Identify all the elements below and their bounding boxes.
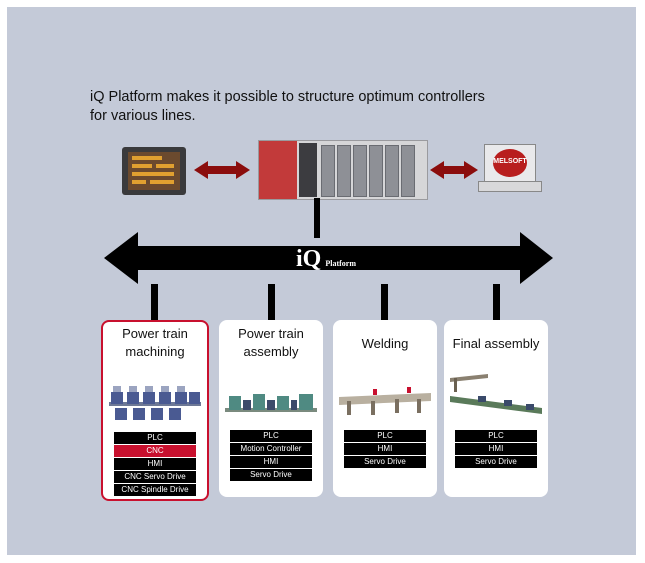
component-label: HMI xyxy=(114,458,196,470)
component-label: PLC xyxy=(114,432,196,444)
component-label: PLC xyxy=(455,430,537,442)
assembly-line-image xyxy=(225,394,317,412)
hmi-device-image xyxy=(122,147,186,195)
component-label: HMI xyxy=(455,443,537,455)
card-component-list: PLC Motion Controller HMI Servo Drive xyxy=(230,430,312,482)
card-power-train-assembly[interactable]: Power train assembly PLC Motion Controll… xyxy=(219,320,323,497)
card-power-train-machining[interactable]: Power train machining PLC CNC HMI CNC Se… xyxy=(101,320,209,501)
card-component-list: PLC CNC HMI CNC Servo Drive CNC Spindle … xyxy=(114,432,196,497)
component-label: HMI xyxy=(230,456,312,468)
iq-logo-text: iQ xyxy=(296,246,322,272)
melsoft-logo: MELSOFT xyxy=(493,149,527,177)
card-title: Final assembly xyxy=(452,336,540,351)
component-label: PLC xyxy=(230,430,312,442)
platform-logo-text: Platform xyxy=(325,259,356,268)
card-title: Power train assembly xyxy=(238,326,304,359)
melsoft-logo-text: MELSOFT xyxy=(493,158,527,165)
pc-monitor-image: MELSOFT xyxy=(484,144,536,182)
component-label: Motion Controller xyxy=(230,443,312,455)
band-drop-2 xyxy=(268,284,275,322)
plc-power-module xyxy=(259,141,297,199)
band-drop-3 xyxy=(381,284,388,322)
component-label-highlighted: CNC xyxy=(114,445,196,457)
plc-pc-double-arrow xyxy=(430,161,478,179)
plc-rack-image xyxy=(258,140,428,200)
plc-cpu-module xyxy=(299,143,317,197)
component-label: Servo Drive xyxy=(344,456,426,468)
card-title: Power train machining xyxy=(122,326,188,359)
iq-platform-logo: iQ Platform xyxy=(296,246,356,273)
component-label: CNC Spindle Drive xyxy=(114,484,196,496)
card-final-assembly[interactable]: Final assembly PLC HMI Servo Drive xyxy=(444,320,548,497)
card-welding[interactable]: Welding PLC HMI Servo Drive xyxy=(333,320,437,497)
hmi-screen xyxy=(128,152,180,190)
component-label: PLC xyxy=(344,430,426,442)
card-component-list: PLC HMI Servo Drive xyxy=(344,430,426,469)
intro-text: iQ Platform makes it possible to structu… xyxy=(90,88,570,126)
pc-keyboard-base xyxy=(478,181,542,192)
intro-line-2: for various lines. xyxy=(90,108,196,124)
hmi-plc-double-arrow xyxy=(194,161,250,179)
band-drop-4 xyxy=(493,284,500,322)
band-drop-1 xyxy=(151,284,158,322)
final-assembly-line-image xyxy=(450,374,542,414)
component-label: CNC Servo Drive xyxy=(114,471,196,483)
card-title: Welding xyxy=(361,336,409,351)
component-label: HMI xyxy=(344,443,426,455)
component-label: Servo Drive xyxy=(455,456,537,468)
iq-platform-band-arrow xyxy=(104,232,553,284)
card-component-list: PLC HMI Servo Drive xyxy=(455,430,537,469)
component-label: Servo Drive xyxy=(230,469,312,481)
plc-to-band-connector xyxy=(314,198,320,238)
machining-line-image xyxy=(109,386,201,420)
welding-line-image xyxy=(339,387,431,415)
intro-line-1: iQ Platform makes it possible to structu… xyxy=(90,89,485,105)
